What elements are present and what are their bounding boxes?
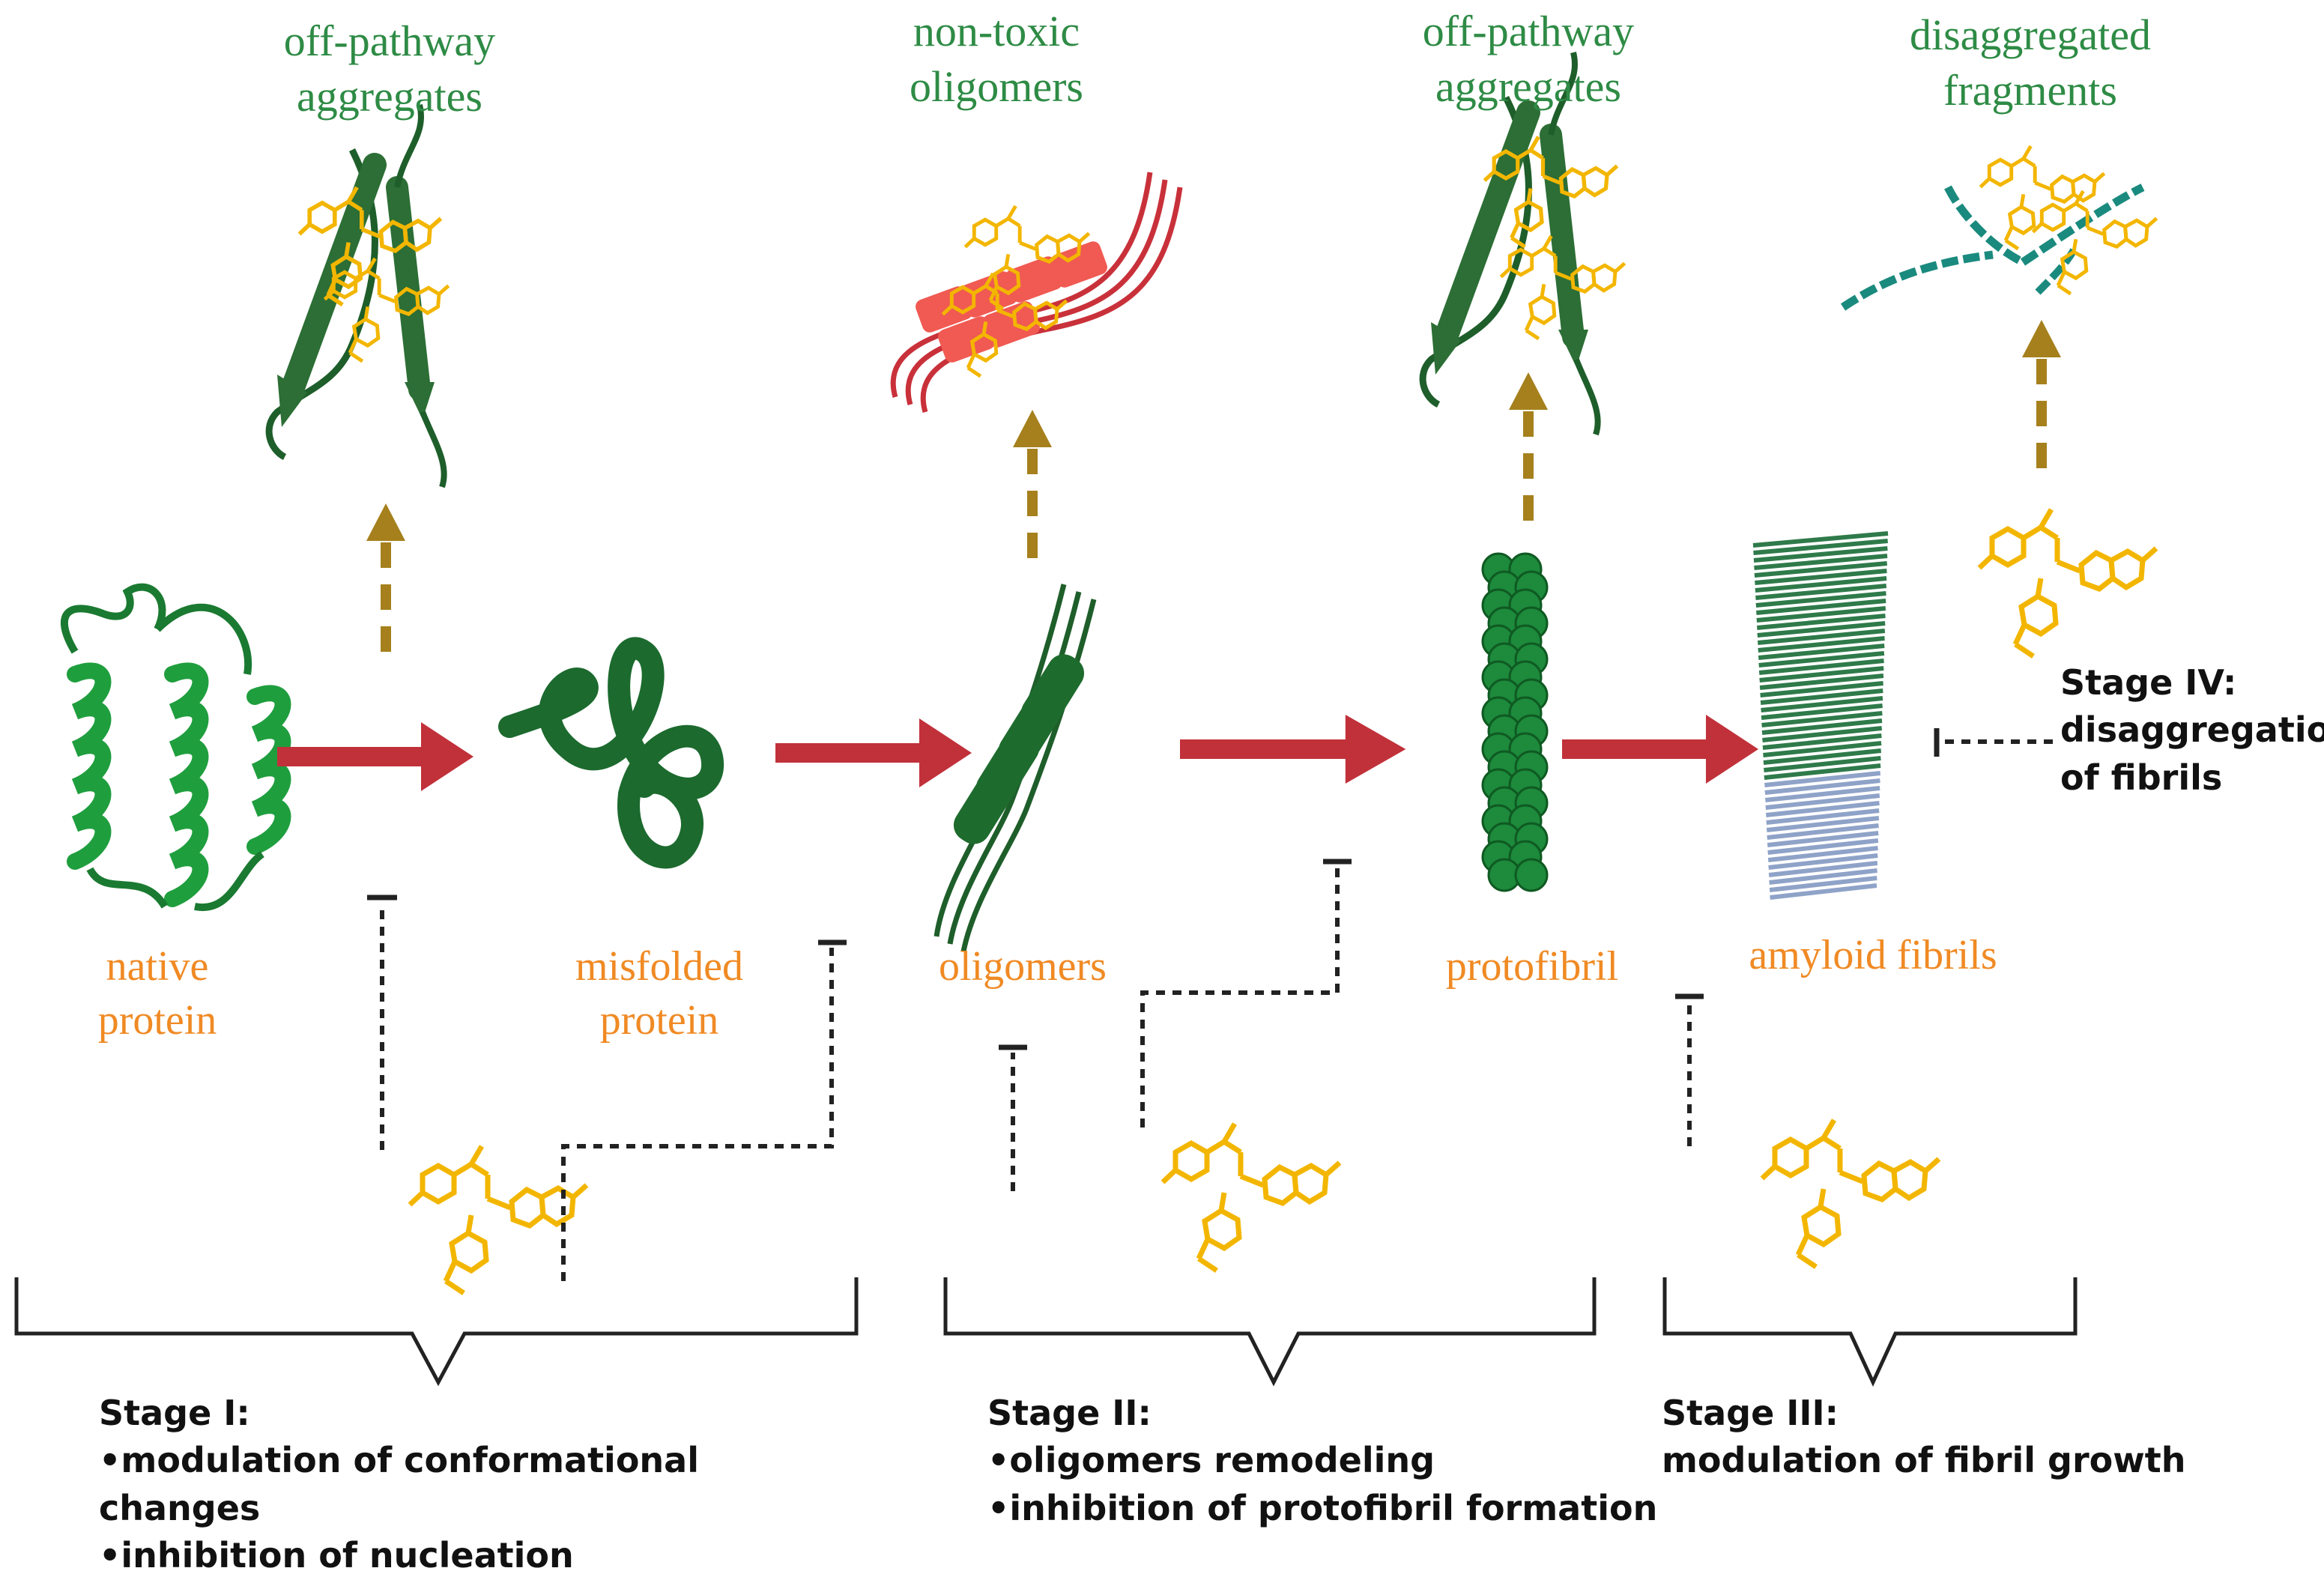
dashed-arrow-1 bbox=[366, 503, 405, 652]
label-oligomers: oligomers bbox=[939, 943, 1107, 990]
dashed-arrow-4 bbox=[2022, 320, 2061, 468]
label-native-protein: native protein bbox=[97, 943, 217, 1044]
label-misfolded-protein: misfolded protein bbox=[575, 943, 743, 1044]
ligand-stage4 bbox=[1979, 509, 2156, 656]
native-protein-structure bbox=[60, 583, 291, 912]
ligand-stage1 bbox=[410, 1146, 587, 1293]
dashed-arrow-2 bbox=[1013, 410, 1052, 558]
bracket-stage3 bbox=[1662, 1277, 2078, 1387]
label-offpathway-2: off-pathway aggregates bbox=[1422, 7, 1635, 112]
inhibition-line-misfolded bbox=[561, 948, 834, 1281]
arrow-oligomers-to-protofibril bbox=[1180, 715, 1406, 784]
label-protofibril: protofibril bbox=[1445, 943, 1619, 990]
inhibition-line-oligomers-b bbox=[1140, 865, 1340, 1128]
offpathway-aggregate-1 bbox=[269, 105, 449, 487]
protofibril-structure bbox=[1481, 552, 1549, 892]
stage1-text: Stage I: •modulation of conformational c… bbox=[99, 1393, 699, 1576]
label-nontoxic-oligomers: non-toxic oligomers bbox=[910, 7, 1083, 112]
arrow-protofibril-to-amyloid bbox=[1562, 715, 1758, 784]
bracket-stage2 bbox=[943, 1277, 1597, 1387]
bracket-stage1 bbox=[14, 1277, 859, 1387]
label-offpathway-1: off-pathway aggregates bbox=[283, 16, 496, 121]
misfolded-protein-structure bbox=[498, 637, 724, 869]
amyloid-fibrils-structure bbox=[1752, 531, 1889, 900]
disaggregated-fragments bbox=[1840, 146, 2157, 311]
arrow-native-to-misfolded bbox=[277, 722, 473, 791]
label-disaggregated-fragments: disaggregated fragments bbox=[1909, 10, 2152, 115]
arrow-misfolded-to-oligomers bbox=[775, 718, 972, 787]
stage3-text: Stage III: modulation of fibril growth bbox=[1662, 1393, 2186, 1481]
stage2-text: Stage II: •oligomers remodeling •inhibit… bbox=[987, 1393, 1658, 1528]
stage4-text: Stage IV: disaggregation of fibrils bbox=[2060, 662, 2324, 798]
ligand-stage3 bbox=[1762, 1120, 1939, 1267]
label-amyloid-fibrils: amyloid fibrils bbox=[1749, 932, 1997, 978]
oligomers-structure bbox=[933, 584, 1097, 952]
dashed-arrow-3 bbox=[1509, 372, 1548, 521]
ligand-stage2 bbox=[1163, 1124, 1340, 1271]
nontoxic-oligomer bbox=[890, 172, 1183, 413]
